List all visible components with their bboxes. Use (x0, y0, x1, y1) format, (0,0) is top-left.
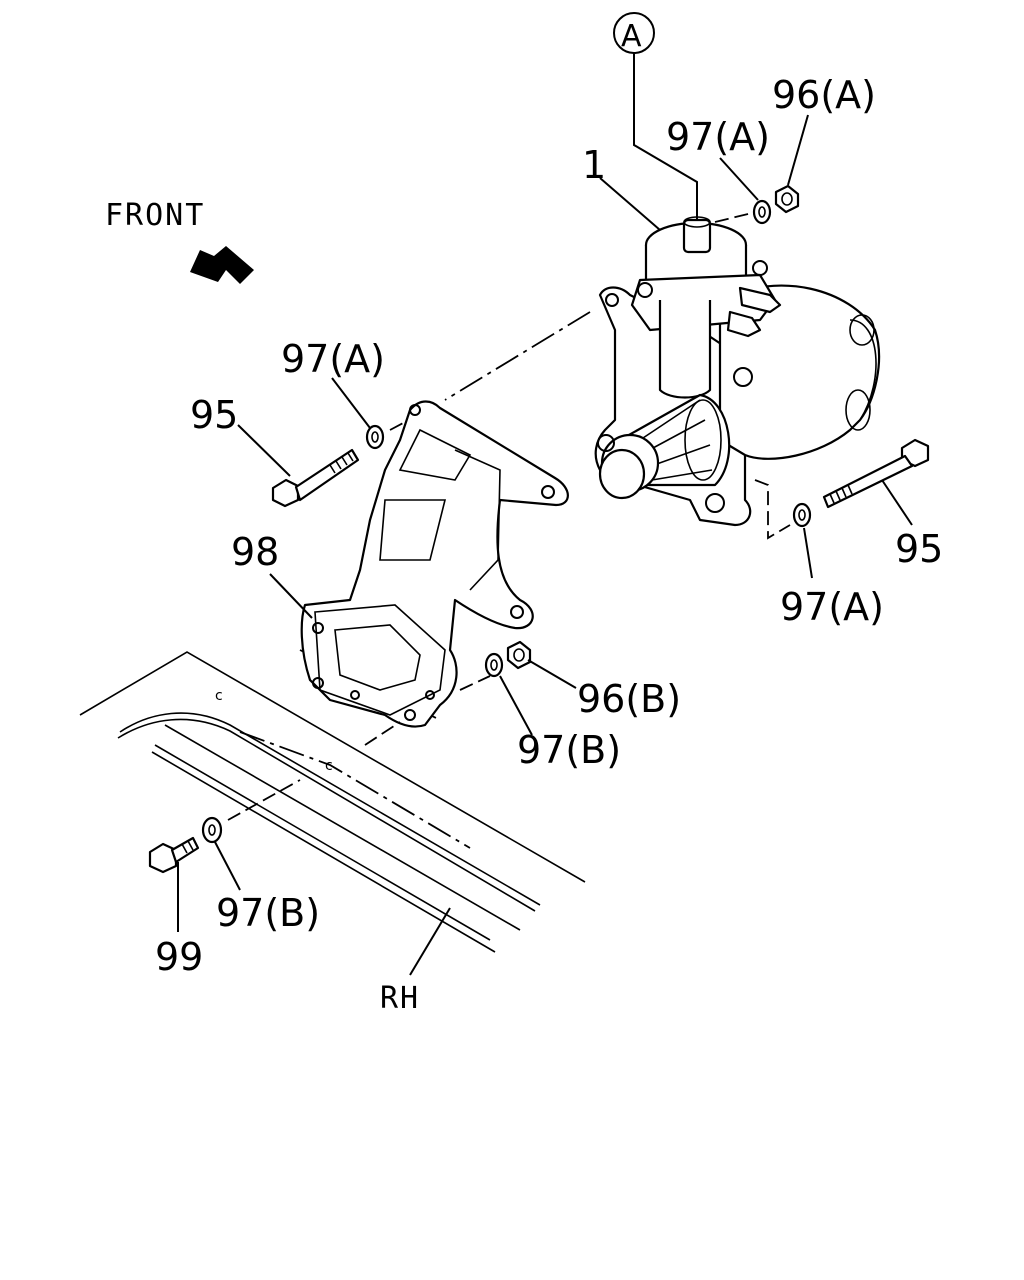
label-95-left: 95 (190, 393, 238, 437)
label-97a-left: 97(A) (281, 337, 385, 381)
label-99: 99 (155, 935, 203, 979)
front-arrow-icon (190, 246, 254, 284)
steering-gear-1 (594, 216, 881, 527)
washer-97a-left (365, 424, 385, 450)
label-97b-bottom: 97(B) (216, 891, 320, 935)
label-96b: 96(B) (577, 677, 681, 721)
washer-97a-top (752, 199, 772, 225)
washer-97a-right (792, 502, 812, 528)
bracket-98 (300, 400, 569, 728)
washer-97b-mid (484, 652, 504, 678)
label-rh: RH (380, 981, 420, 1016)
svg-text:c: c (325, 758, 333, 774)
label-97a-right: 97(A) (780, 585, 884, 629)
bolt-95-left (271, 448, 360, 508)
front-label: FRONT (105, 198, 205, 233)
leader-lines (177, 114, 913, 976)
bolt-95-right (822, 438, 930, 509)
label-part-1: 1 (582, 143, 606, 187)
svg-text:c: c (215, 688, 223, 704)
washer-97b-bottom (201, 816, 223, 844)
label-95-right: 95 (895, 527, 943, 571)
nut-96b (506, 640, 532, 670)
callout-a-label: A (621, 19, 642, 54)
nut-96a (774, 184, 800, 214)
label-96a: 96(A) (772, 73, 876, 117)
label-97b-mid: 97(B) (517, 728, 621, 772)
bolt-99 (148, 836, 200, 874)
label-97a-top: 97(A) (666, 115, 770, 159)
frame-rail: c c (79, 649, 586, 953)
label-98: 98 (231, 530, 279, 574)
callout-a: A (613, 12, 698, 225)
